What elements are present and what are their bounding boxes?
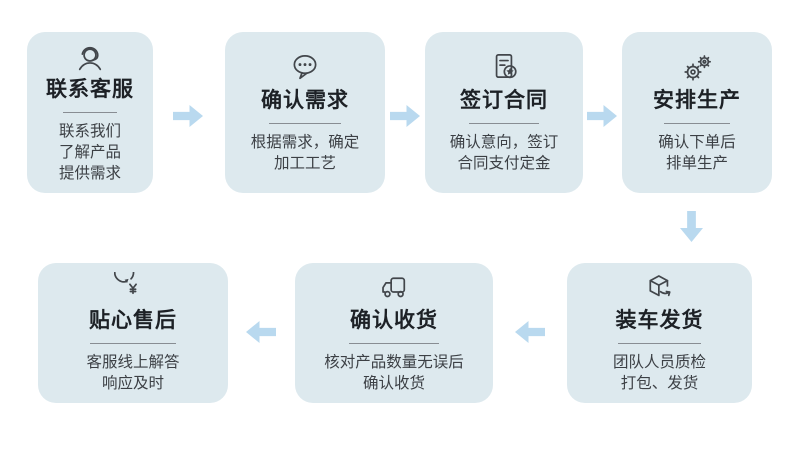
step-description: 确认意向，签订 合同支付定金 [450,132,559,174]
divider [468,122,540,124]
step-title: 装车发货 [615,309,704,332]
flow-arrow-down-icon [680,211,703,242]
divider [90,343,176,344]
step-line: 响应及时 [101,375,164,392]
chat-icon [286,52,324,84]
step-description: 团队人员质检 打包、发货 [613,352,706,394]
step-line: 加工工艺 [273,154,336,172]
step-line: 确认意向，签订 [449,133,559,151]
divider [617,343,702,344]
step-description: 客服线上解答 响应及时 [86,352,179,394]
step-title: 确认收货 [350,309,438,332]
refund-icon [114,272,152,304]
step-card-contact-service: 联系客服 联系我们 了解产品 提供需求 [27,32,153,193]
step-line: 提供需求 [58,165,121,182]
contract-icon [485,52,523,84]
flow-arrow-right-icon [390,105,420,127]
step-title: 确认需求 [261,88,349,112]
step-description: 核对产品数量无误后 确认收货 [324,352,464,394]
step-line: 排单生产 [665,154,728,172]
gears-icon [678,52,716,84]
step-description: 根据需求，确定 加工工艺 [251,132,360,174]
step-line: 联系我们 [58,123,121,140]
step-line: 根据需求，确定 [250,133,360,151]
step-card-confirm-demand: 确认需求 根据需求，确定 加工工艺 [225,32,385,193]
step-line: 客服线上解答 [86,354,180,371]
step-card-after-sales: 贴心售后 客服线上解答 响应及时 [38,263,228,403]
truck-icon [375,272,413,304]
step-line: 打包、发货 [620,375,699,392]
divider [62,112,118,113]
flow-arrow-right-icon [587,105,617,127]
step-title: 贴心售后 [89,309,177,332]
step-card-confirm-receipt: 确认收货 核对产品数量无误后 确认收货 [295,263,493,403]
divider [349,343,439,344]
step-line: 确认下单后 [658,133,736,151]
step-title: 安排生产 [653,88,741,112]
package-icon [641,272,679,304]
step-line: 团队人员质检 [612,354,706,371]
flow-arrow-left-icon [246,321,276,343]
step-line: 合同支付定金 [457,154,551,172]
divider [663,122,731,124]
flow-arrow-left-icon [515,321,545,343]
step-card-ship-goods: 装车发货 团队人员质检 打包、发货 [567,263,752,403]
step-title: 联系客服 [46,78,134,101]
flow-arrow-right-icon [173,105,203,127]
step-title: 签订合同 [460,88,548,112]
step-line: 了解产品 [58,144,121,161]
step-card-arrange-production: 安排生产 确认下单后 排单生产 [622,32,772,193]
headset-icon [71,41,109,73]
step-description: 联系我们 了解产品 提供需求 [59,121,121,184]
step-line: 确认收货 [362,375,425,392]
step-card-sign-contract: 签订合同 确认意向，签订 合同支付定金 [425,32,583,193]
divider [269,122,341,124]
step-description: 确认下单后 排单生产 [658,132,736,174]
step-line: 核对产品数量无误后 [324,354,464,371]
